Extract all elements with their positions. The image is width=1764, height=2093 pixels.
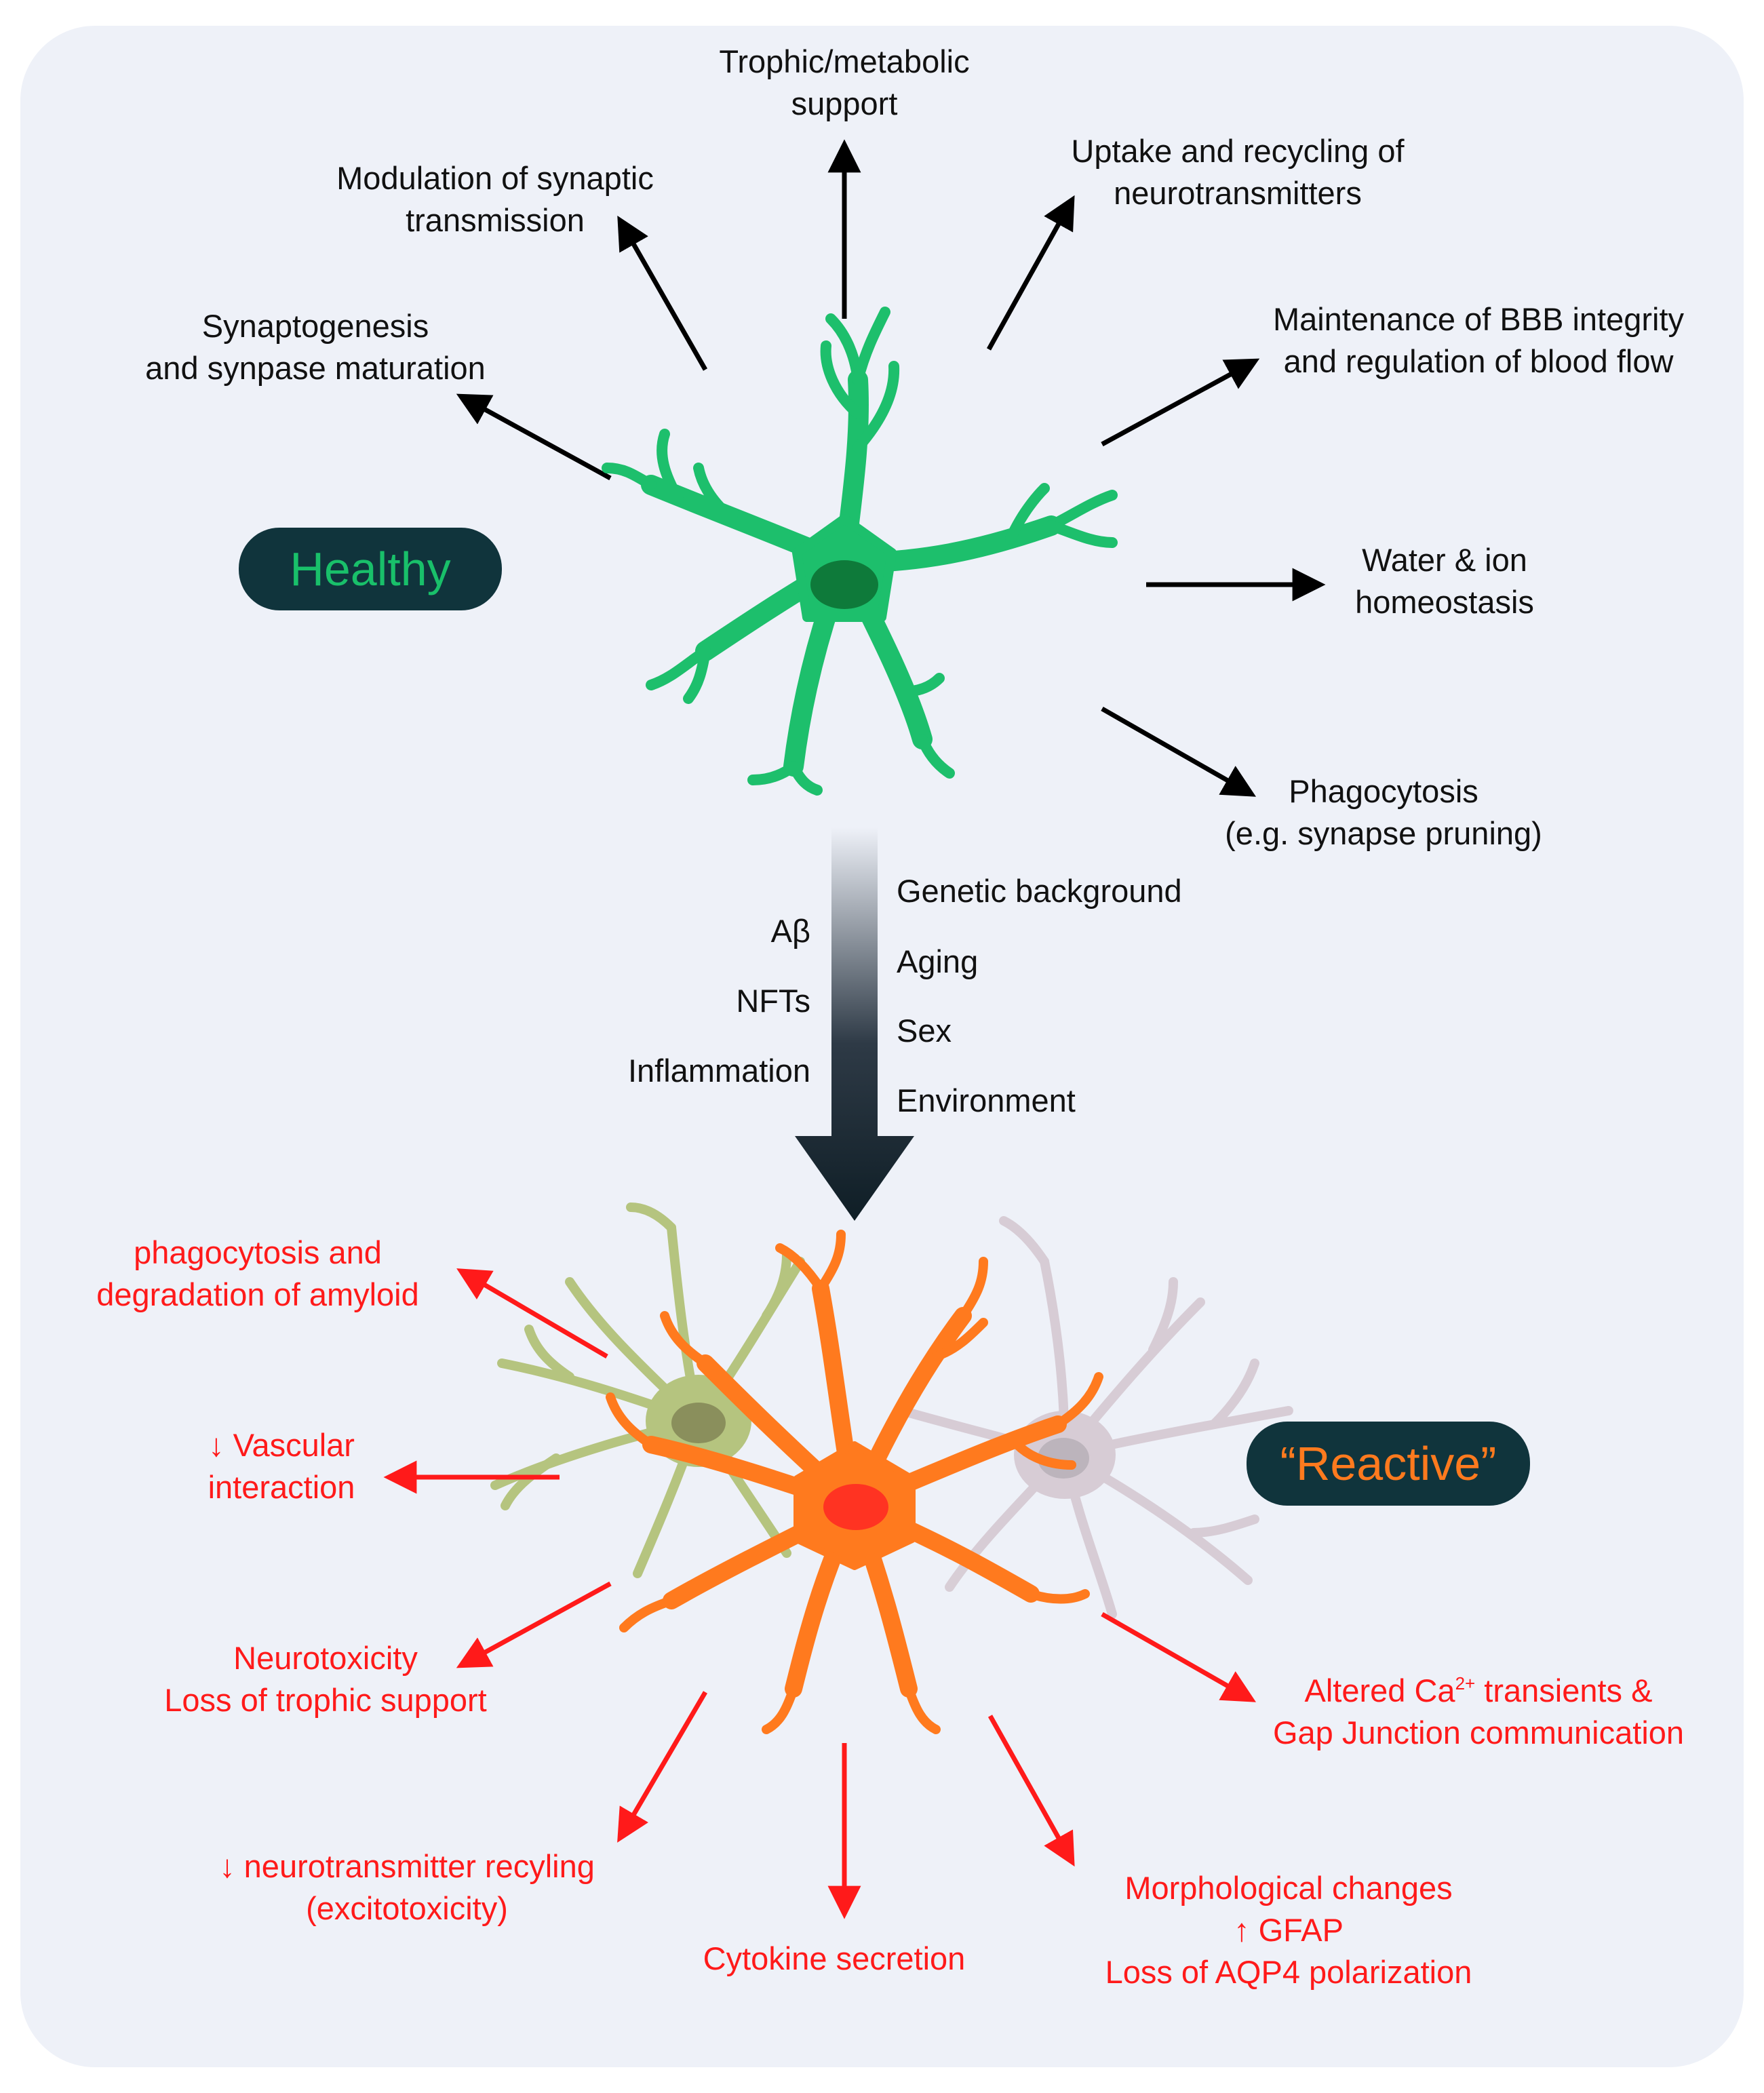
trigger-right-2: Aging xyxy=(897,943,979,979)
label-water: Water & ion homeostasis xyxy=(1355,542,1534,620)
healthy-astrocyte xyxy=(602,307,1118,796)
reactive-badge: “Reactive” xyxy=(1247,1422,1530,1506)
trigger-right-4: Environment xyxy=(897,1082,1076,1118)
label-bbb: Maintenance of BBB integrity and regulat… xyxy=(1272,301,1685,379)
trigger-left-1: Aβ xyxy=(770,913,810,949)
label-uptake: Uptake and recycling of neurotransmitter… xyxy=(1071,133,1405,211)
trigger-right-3: Sex xyxy=(897,1013,952,1049)
label-phagocytosis: Phagocytosis (e.g. synapse pruning) xyxy=(1225,773,1542,851)
healthy-badge: Healthy xyxy=(239,528,502,610)
healthy-label: Healthy xyxy=(290,543,451,595)
trigger-left-2: NFTs xyxy=(736,983,810,1019)
label-modulation: Modulation of synaptic transmission xyxy=(336,160,654,238)
diagram-panel xyxy=(20,26,1744,2067)
arrow-uptake xyxy=(986,195,1075,351)
arrow-phagocytosis xyxy=(1101,706,1257,797)
healthy-nucleus xyxy=(810,560,878,609)
arrow-neurotoxicity xyxy=(456,1581,612,1668)
label-recycling: ↓ neurotransmitter recyling (excitotoxic… xyxy=(219,1848,595,1926)
reactive-astrocyte xyxy=(606,1230,1103,1734)
label-vascular: ↓ Vascular interaction xyxy=(208,1427,355,1505)
arrow-calcium xyxy=(1101,1611,1257,1702)
trigger-left-3: Inflammation xyxy=(627,1053,810,1089)
arrow-morphology xyxy=(987,1715,1075,1867)
reactive-label: “Reactive” xyxy=(1280,1437,1497,1490)
label-calcium: Altered Ca2+ transients & Gap Junction c… xyxy=(1272,1673,1685,1750)
reactive-nucleus xyxy=(823,1484,888,1530)
arrow-recycling xyxy=(617,1691,708,1843)
arrow-synaptogenesis xyxy=(456,393,612,481)
calcium-prefix: Altered Ca xyxy=(1304,1673,1455,1708)
olive-astrocyte xyxy=(490,1202,805,1578)
calcium-superscript: 2+ xyxy=(1455,1673,1476,1694)
label-morphology: Morphological changes ↑ GFAP Loss of AQP… xyxy=(1105,1870,1472,1990)
reactive-arrows xyxy=(383,1268,1257,1919)
healthy-arrows xyxy=(456,139,1326,797)
label-cytokine: Cytokine secretion xyxy=(703,1940,966,1976)
calcium-suffix: transients & xyxy=(1475,1673,1653,1708)
arrow-modulation xyxy=(617,215,708,371)
label-neurotoxicity: Neurotoxicity Loss of trophic support xyxy=(164,1640,487,1718)
trigger-right-1: Genetic background xyxy=(897,873,1182,909)
transition-arrow xyxy=(795,827,914,1221)
arrow-amyloid xyxy=(456,1268,608,1359)
label-trophic: Trophic/metabolic support xyxy=(719,43,970,121)
label-amyloid: phagocytosis and degradation of amyloid xyxy=(96,1234,419,1312)
arrow-bbb xyxy=(1101,358,1260,447)
label-synaptogenesis: Synaptogenesis and synpase maturation xyxy=(145,308,486,386)
